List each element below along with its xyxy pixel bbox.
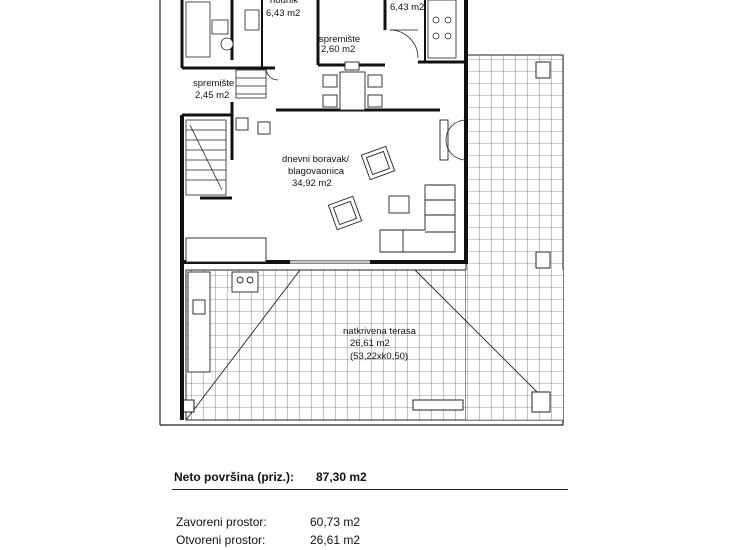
otvoreni-label: Otvoreni prostor: [176,533,266,547]
stairs [185,69,267,196]
pillars [181,61,551,413]
terrace-kitchen [187,271,259,373]
floor-plan: hodnik 6,43 m2 6,43 m2 spremište 2,60 m2… [159,0,564,426]
bathroom-fixtures [185,1,260,58]
zatvoreni-value: 60,73 m2 [310,515,361,529]
room-dnevni-area: 34,92 m2 [292,178,332,189]
room-terasa-calc: (53,22xk0,50) [350,351,408,362]
area-summary: Neto površina (priz.): 87,30 m2 Zavoreni… [0,460,740,550]
room-terasa-name: natkrivena terasa [343,326,417,337]
otvoreni-value: 26,61 m2 [310,533,361,547]
room-terasa-area: 26,61 m2 [350,338,390,349]
room-dnevni-name-2: blagovaonica [288,166,345,177]
room-spremiste-left-area: 2,45 m2 [195,90,229,101]
room-hodnik-name: hodnik [270,0,298,6]
roof-lines [185,269,551,421]
room-spremiste-top-name: spremište [319,34,360,45]
living-furniture [185,117,456,263]
kitchen-top-right [427,0,457,59]
neto-value: 87,30 m2 [316,470,367,484]
room-kuhinja-area: 6,43 m2 [390,2,424,13]
door-swings [265,29,467,264]
room-spremiste-top-area: 2,60 m2 [321,44,355,55]
room-spremiste-left-name: spremište [193,78,234,89]
zatvoreni-label: Zavoreni prostor: [176,515,267,529]
dining-table [322,61,383,111]
room-dnevni-name-1: dnevni boravak/ [282,154,349,165]
room-hodnik-area: 6,43 m2 [266,8,300,19]
summary-divider [172,489,568,490]
neto-label: Neto površina (priz.): [174,470,295,484]
covered-terrace-tiles [185,269,467,421]
